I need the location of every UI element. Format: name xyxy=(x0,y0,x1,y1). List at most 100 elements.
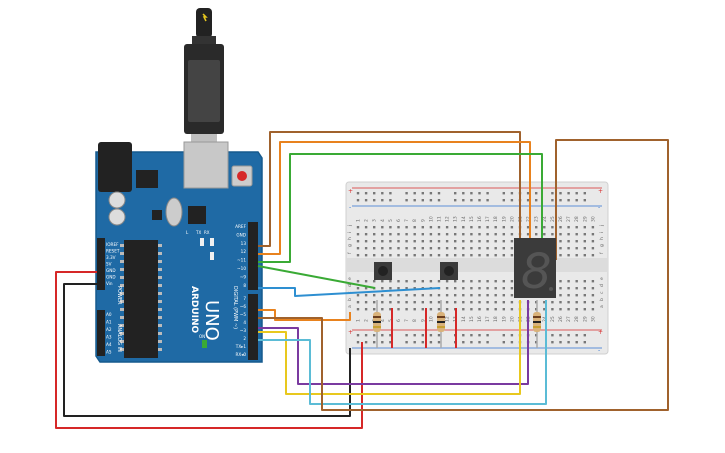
rail-plus-bottom: + xyxy=(348,329,353,336)
wire-orange-12[interactable] xyxy=(258,141,531,260)
wire-cyan-2[interactable] xyxy=(258,300,547,405)
wire-brown-13[interactable] xyxy=(258,131,521,260)
resistor-1[interactable] xyxy=(373,300,381,348)
power-pin-label: 3.3V xyxy=(106,255,116,260)
led-l xyxy=(200,238,204,246)
wire-yellow-3[interactable] xyxy=(258,300,521,395)
row-letter: f xyxy=(347,252,353,254)
rail-plus-bottom-right: + xyxy=(598,329,603,336)
display-digit: 8 xyxy=(521,244,552,300)
column-number: 30 xyxy=(590,316,596,322)
power-header xyxy=(97,238,105,290)
power-pin-label: GND xyxy=(106,268,116,273)
digital-pin-label: ~6 xyxy=(240,304,247,309)
column-number: 29 xyxy=(582,216,588,222)
column-number: 1 xyxy=(356,219,362,222)
column-number: 16 xyxy=(477,316,483,322)
wire-green-10[interactable] xyxy=(257,265,376,289)
column-number: 25 xyxy=(550,316,556,322)
column-number: 1 xyxy=(356,319,362,322)
row-letter: h xyxy=(599,237,605,240)
row-letter: g xyxy=(600,244,605,247)
column-number: 29 xyxy=(582,316,588,322)
column-number: 28 xyxy=(574,316,580,322)
row-letter: f xyxy=(599,252,605,254)
power-pin-label: Vin xyxy=(106,281,113,286)
column-number: 19 xyxy=(501,216,507,222)
row-letter: b xyxy=(599,298,605,301)
resistor-3[interactable] xyxy=(533,300,541,348)
column-number: 4 xyxy=(380,319,386,322)
column-number: 12 xyxy=(445,216,451,222)
usb-jack xyxy=(183,141,229,189)
row-letter: e xyxy=(348,277,353,280)
column-number: 20 xyxy=(509,316,515,322)
on-label: ON xyxy=(199,334,205,339)
analog-pin-label: A1 xyxy=(106,320,112,325)
analog-pin-label: A3 xyxy=(106,335,112,340)
wire-green-11[interactable] xyxy=(258,153,543,263)
regulator xyxy=(136,170,158,188)
column-number: 18 xyxy=(493,216,499,222)
wire-purple-4[interactable] xyxy=(258,300,529,385)
column-number: 27 xyxy=(566,216,572,222)
column-number: 17 xyxy=(485,316,491,322)
column-number: 8 xyxy=(412,319,418,322)
column-number: 16 xyxy=(477,216,483,222)
rail-minus-bottom-right: - xyxy=(598,347,600,354)
usb-cable[interactable] xyxy=(184,8,224,154)
digital-pin-label: ~10 xyxy=(237,266,246,271)
analog-pin-label: A0 xyxy=(106,312,112,317)
wire-brown-5[interactable] xyxy=(258,139,669,411)
column-number: 26 xyxy=(558,316,564,322)
column-number: 5 xyxy=(388,319,394,322)
column-number: 10 xyxy=(428,316,434,322)
analog-pin-label: A5 xyxy=(106,350,112,355)
usb-chip xyxy=(188,206,206,224)
digital-pin-label: 13 xyxy=(241,241,247,246)
led-on xyxy=(202,340,207,348)
power-title: POWER xyxy=(116,286,122,305)
led-tx xyxy=(210,238,214,246)
column-number: 25 xyxy=(550,216,556,222)
wire-blue-9[interactable] xyxy=(258,287,441,297)
row-letter: g xyxy=(348,244,353,247)
pushbutton-2[interactable] xyxy=(440,262,458,280)
row-letter: h xyxy=(347,237,353,240)
column-number: 7 xyxy=(404,219,410,222)
wire-red[interactable] xyxy=(55,271,363,429)
row-letter: b xyxy=(347,298,353,301)
digital-pin-label: GND xyxy=(236,232,246,237)
row-letter: a xyxy=(348,305,353,308)
analog-pin-label: A4 xyxy=(106,342,112,347)
column-number: 20 xyxy=(509,216,515,222)
column-number: 26 xyxy=(558,216,564,222)
digital-pin-label: 7 xyxy=(243,296,246,301)
row-letter: c xyxy=(600,291,605,294)
seven-segment-display[interactable]: 8 xyxy=(514,238,556,300)
analog-title: ANALOG IN xyxy=(116,324,122,352)
column-number: 11 xyxy=(437,216,443,222)
power-pin-label: GND xyxy=(106,275,116,280)
wire-orange-6[interactable] xyxy=(258,309,351,321)
digital-pin-label: 12 xyxy=(241,249,247,254)
rail-plus-top-right: + xyxy=(598,188,603,195)
digital-pin-label: ~5 xyxy=(240,312,247,317)
column-number: 15 xyxy=(469,216,475,222)
column-number: 9 xyxy=(420,219,426,222)
resistor-2[interactable] xyxy=(437,300,445,348)
pushbutton-1[interactable] xyxy=(374,262,392,280)
brand-label: ARDUINO xyxy=(189,286,199,334)
usb-lightning-icon xyxy=(202,13,208,22)
row-letter: j xyxy=(347,225,353,227)
digital-pin-label: AREF xyxy=(235,224,246,229)
digital-pin-label: ~3 xyxy=(240,328,247,333)
wires xyxy=(55,131,669,429)
arduino-uno-board[interactable]: ARDUINO UNO POWER ANALOG IN DIGITAL (PWM… xyxy=(95,141,263,363)
rail-minus-top-right: - xyxy=(598,204,600,211)
column-number: 27 xyxy=(566,316,572,322)
column-number: 10 xyxy=(428,216,434,222)
column-number: 17 xyxy=(485,216,491,222)
column-number: 12 xyxy=(445,316,451,322)
